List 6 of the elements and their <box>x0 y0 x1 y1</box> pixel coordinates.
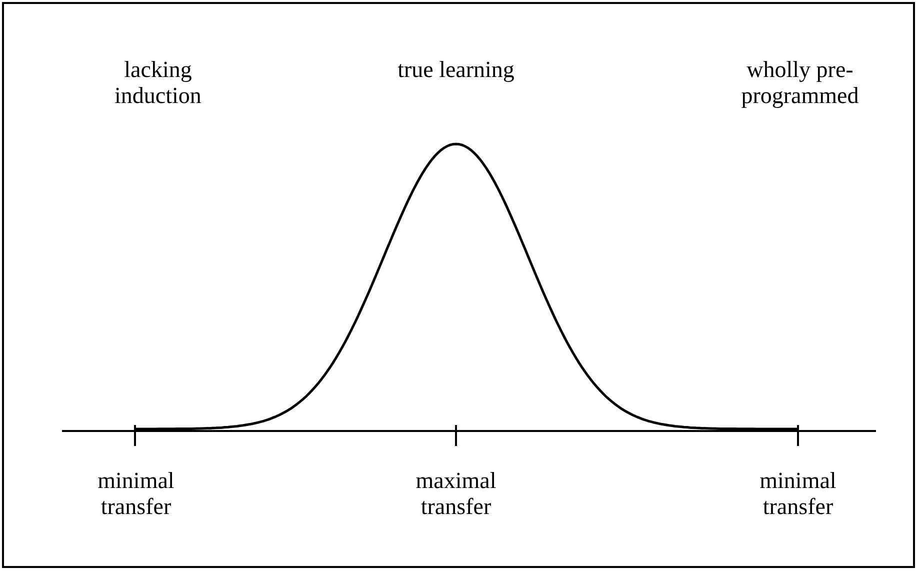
axis-label: minimal transfer <box>758 468 838 520</box>
region-label: lacking induction <box>114 57 202 109</box>
axis-label: minimal transfer <box>96 468 176 520</box>
region-label: true learning <box>396 57 516 83</box>
axis-label: maximal transfer <box>414 468 498 520</box>
region-label: wholly pre-programmed <box>740 57 860 109</box>
